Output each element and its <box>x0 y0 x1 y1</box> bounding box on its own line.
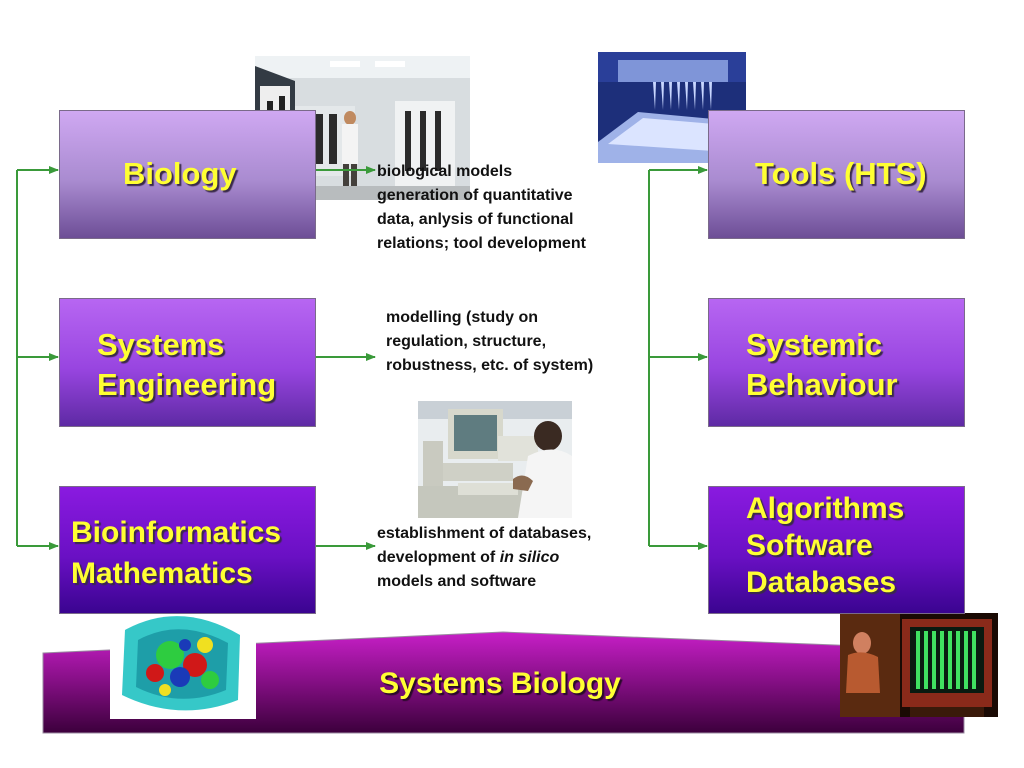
in-silico-text: in silico <box>499 549 560 566</box>
algorithms-line2: Software <box>746 529 873 562</box>
bioinformatics-line2: Mathematics <box>71 557 253 590</box>
systemic-behaviour-box: Systemic Behaviour <box>708 298 965 427</box>
bioinformatics-description-line1: establishment of databases, <box>377 525 592 542</box>
tools-hts-box: Tools (HTS) <box>708 110 965 239</box>
bioinformatics-description-line2: development of in silico <box>377 546 591 570</box>
engineering-description: modelling (study on regulation, structur… <box>386 306 593 378</box>
bioinformatics-description: establishment of databases, development … <box>377 522 591 594</box>
computer-scientist-photo <box>418 401 572 518</box>
engineering-description-line: modelling (study on <box>386 309 538 326</box>
biology-description-line: data, anlysis of functional <box>377 211 574 228</box>
systemic-behaviour-line1: Systemic <box>746 327 883 362</box>
tools-hts-label: Tools (HTS) <box>755 156 927 191</box>
systems-engineering-line2: Engineering <box>97 367 277 402</box>
systems-biology-label: Systems Biology <box>379 667 621 700</box>
bioinformatics-box: Bioinformatics Mathematics <box>59 486 316 614</box>
protein-structure-image <box>110 605 256 719</box>
computer-display-photo <box>840 613 998 717</box>
biology-description: biological models generation of quantita… <box>377 160 586 256</box>
biology-label: Biology <box>123 156 237 191</box>
bioinformatics-description-line3: models and software <box>377 573 537 590</box>
biology-box: Biology <box>59 110 316 239</box>
algorithms-box: Algorithms Software Databases <box>708 486 965 614</box>
biology-description-line: biological models <box>377 163 513 180</box>
bioinformatics-description-prefix: development of <box>377 549 500 566</box>
bioinformatics-line1: Bioinformatics <box>71 516 282 549</box>
engineering-description-line: robustness, etc. of system) <box>386 357 594 374</box>
biology-description-line: generation of quantitative <box>377 187 573 204</box>
algorithms-line3: Databases <box>746 566 897 599</box>
systems-engineering-line1: Systems <box>97 327 225 362</box>
systems-engineering-box: Systems Engineering <box>59 298 316 427</box>
algorithms-line1: Algorithms <box>746 492 905 525</box>
biology-description-line: relations; tool development <box>377 235 586 252</box>
engineering-description-line: regulation, structure, <box>386 333 547 350</box>
systemic-behaviour-line2: Behaviour <box>746 367 898 402</box>
